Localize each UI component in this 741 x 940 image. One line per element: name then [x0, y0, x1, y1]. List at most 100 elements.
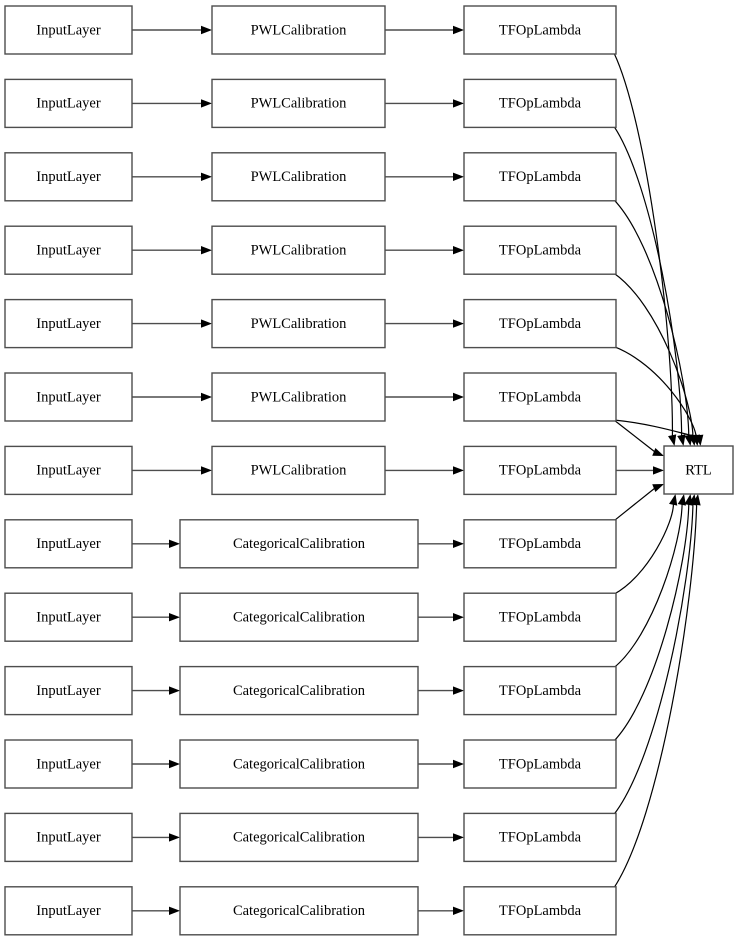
node-tfoplambda-9[interactable]: TFOpLambda [463, 665, 617, 716]
edge-calibration-6-to-lambda-arrowhead [453, 466, 464, 475]
node-tfoplambda-4[interactable]: TFOpLambda [463, 298, 617, 349]
edge-lambda-7-to-rtl-arrowhead [652, 484, 664, 493]
node-pwl-calibration-5[interactable]: PWLCalibration [211, 372, 386, 422]
edge-input-5-to-calibration-arrowhead [201, 392, 212, 402]
node-input-layer-2[interactable]: InputLayer [4, 152, 133, 202]
node-pwl-calibration-1-box [211, 78, 386, 129]
node-categorical-calibration-11-label: CategoricalCalibration [233, 830, 366, 846]
node-input-layer-0-label: InputLayer [36, 22, 101, 38]
node-pwl-calibration-4-box [211, 298, 386, 349]
edge-input-8-to-calibration-arrowhead [169, 613, 180, 622]
node-pwl-calibration-5-label: PWLCalibration [251, 389, 348, 405]
node-categorical-calibration-10[interactable]: CategoricalCalibration [179, 739, 419, 789]
node-categorical-calibration-8-box [179, 592, 419, 642]
node-tfoplambda-11[interactable]: TFOpLambda [463, 812, 617, 863]
node-pwl-calibration-0[interactable]: PWLCalibration [211, 5, 386, 55]
node-tfoplambda-5-box [463, 372, 617, 422]
edge-calibration-4-to-lambda-arrowhead [453, 319, 464, 328]
node-pwl-calibration-6-label: PWLCalibration [251, 463, 348, 479]
node-rtl-box [663, 445, 734, 495]
node-input-layer-12[interactable]: InputLayer [4, 886, 133, 936]
node-input-layer-0-box [4, 5, 133, 55]
edge-lambda-5-to-rtl-arrowhead [695, 434, 704, 446]
edge-lambda-1-to-rtl-curve [613, 126, 683, 437]
node-input-layer-6[interactable]: InputLayer [4, 445, 133, 496]
node-input-layer-2-box [4, 152, 133, 202]
node-tfoplambda-8-label: TFOpLambda [499, 610, 582, 626]
node-tfoplambda-3[interactable]: TFOpLambda [463, 225, 617, 275]
node-tfoplambda-6[interactable]: TFOpLambda [463, 445, 617, 496]
node-input-layer-3-box [4, 225, 133, 275]
node-tfoplambda-1[interactable]: TFOpLambda [463, 78, 617, 129]
edge-calibration-8-to-lambda-arrowhead [453, 613, 464, 622]
node-input-layer-10-box [4, 739, 133, 789]
edge-calibration-3-to-lambda-arrowhead [453, 246, 464, 255]
node-pwl-calibration-3[interactable]: PWLCalibration [211, 225, 386, 275]
node-tfoplambda-7[interactable]: TFOpLambda [463, 519, 617, 569]
node-categorical-calibration-12-label: CategoricalCalibration [233, 903, 366, 919]
node-tfoplambda-0-label: TFOpLambda [499, 22, 582, 38]
node-tfoplambda-12-box [463, 886, 617, 936]
node-pwl-calibration-1-label: PWLCalibration [251, 96, 348, 112]
edge-lambda-9-to-rtl-arrowhead [677, 494, 686, 506]
node-categorical-calibration-8[interactable]: CategoricalCalibration [179, 592, 419, 642]
node-categorical-calibration-11[interactable]: CategoricalCalibration [179, 812, 419, 863]
node-pwl-calibration-1[interactable]: PWLCalibration [211, 78, 386, 129]
node-pwl-calibration-2-label: PWLCalibration [251, 169, 348, 185]
edge-lambda-8-to-rtl-arrowhead [669, 494, 678, 506]
edge-lambda-7-to-rtl-line [613, 487, 656, 522]
node-input-layer-1[interactable]: InputLayer [4, 78, 133, 129]
node-tfoplambda-12-label: TFOpLambda [499, 903, 582, 919]
edges-layer [132, 25, 704, 915]
node-input-layer-0[interactable]: InputLayer [4, 5, 133, 55]
edge-lambda-0-to-rtl-arrowhead [668, 434, 677, 446]
node-categorical-calibration-12[interactable]: CategoricalCalibration [179, 886, 419, 936]
edge-input-12-to-calibration-arrowhead [169, 906, 180, 915]
node-input-layer-9-label: InputLayer [36, 683, 101, 699]
node-categorical-calibration-7-label: CategoricalCalibration [233, 536, 366, 552]
node-tfoplambda-9-box [463, 665, 617, 716]
node-input-layer-1-box [4, 78, 133, 129]
edge-lambda-0-to-rtl-curve [613, 52, 674, 437]
node-tfoplambda-5[interactable]: TFOpLambda [463, 372, 617, 422]
node-tfoplambda-6-label: TFOpLambda [499, 463, 582, 479]
node-pwl-calibration-6[interactable]: PWLCalibration [211, 445, 386, 496]
node-input-layer-10[interactable]: InputLayer [4, 739, 133, 789]
node-rtl[interactable]: RTL [663, 445, 734, 495]
node-input-layer-3[interactable]: InputLayer [4, 225, 133, 275]
node-categorical-calibration-9[interactable]: CategoricalCalibration [179, 665, 419, 716]
node-input-layer-8[interactable]: InputLayer [4, 592, 133, 642]
edge-input-10-to-calibration-arrowhead [169, 759, 180, 769]
node-input-layer-4-label: InputLayer [36, 316, 101, 332]
node-categorical-calibration-9-box [179, 665, 419, 716]
node-tfoplambda-12[interactable]: TFOpLambda [463, 886, 617, 936]
edge-calibration-5-to-lambda-arrowhead [453, 392, 464, 402]
edge-lambda-5-to-rtl-left-arrowhead [652, 447, 664, 456]
node-categorical-calibration-10-label: CategoricalCalibration [233, 756, 366, 772]
edge-lambda-2-to-rtl-curve [613, 199, 690, 437]
node-pwl-calibration-2[interactable]: PWLCalibration [211, 152, 386, 202]
node-pwl-calibration-4[interactable]: PWLCalibration [211, 298, 386, 349]
node-tfoplambda-1-label: TFOpLambda [499, 96, 582, 112]
node-categorical-calibration-8-label: CategoricalCalibration [233, 610, 366, 626]
node-input-layer-7[interactable]: InputLayer [4, 519, 133, 569]
edge-lambda-5-to-rtl-left-line [613, 419, 656, 453]
node-tfoplambda-4-label: TFOpLambda [499, 316, 582, 332]
node-input-layer-11[interactable]: InputLayer [4, 812, 133, 863]
node-tfoplambda-8[interactable]: TFOpLambda [463, 592, 617, 642]
node-input-layer-5[interactable]: InputLayer [4, 372, 133, 422]
node-tfoplambda-10[interactable]: TFOpLambda [463, 739, 617, 789]
node-tfoplambda-2[interactable]: TFOpLambda [463, 152, 617, 202]
edge-lambda-4-to-rtl-curve [613, 346, 697, 437]
node-input-layer-4[interactable]: InputLayer [4, 298, 133, 349]
node-categorical-calibration-7[interactable]: CategoricalCalibration [179, 519, 419, 569]
edge-calibration-2-to-lambda-arrowhead [453, 172, 464, 181]
node-input-layer-10-label: InputLayer [36, 756, 101, 772]
edge-input-6-to-calibration-arrowhead [201, 466, 212, 475]
edge-calibration-10-to-lambda-arrowhead [453, 759, 464, 769]
node-categorical-calibration-9-label: CategoricalCalibration [233, 683, 366, 699]
node-tfoplambda-11-box [463, 812, 617, 863]
node-tfoplambda-0[interactable]: TFOpLambda [463, 5, 617, 55]
node-input-layer-9[interactable]: InputLayer [4, 665, 133, 716]
